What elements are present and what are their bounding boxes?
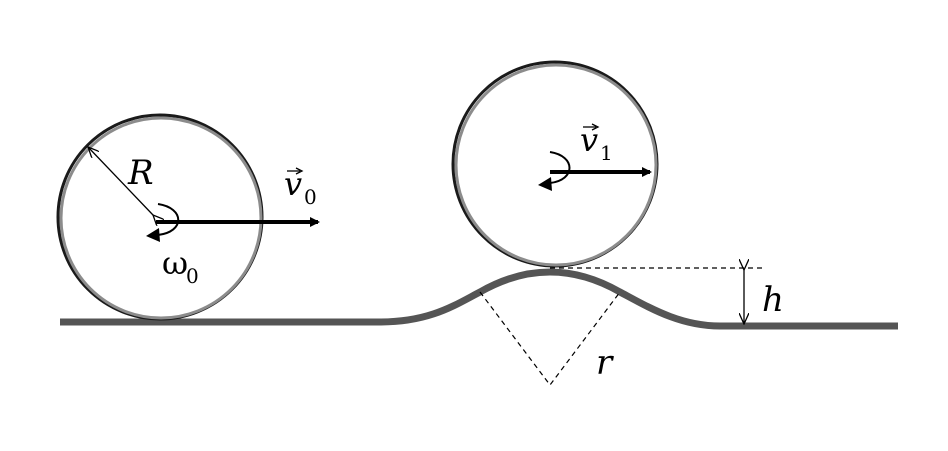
label-velocity-initial: v — [284, 165, 302, 203]
label-angular-velocity: ω — [162, 244, 188, 282]
label-velocity-top-sub: 1 — [600, 141, 613, 165]
rotation-arrow-initial — [157, 203, 179, 236]
label-bump-height: h — [762, 280, 784, 320]
vector-symbol-top — [583, 123, 600, 131]
vector-symbol-initial — [287, 167, 304, 175]
wheel-top — [451, 60, 659, 268]
rotation-arrow-top — [549, 151, 571, 184]
radius-indicator — [88, 147, 153, 215]
label-velocity-initial-sub: 0 — [304, 185, 317, 209]
ground-track — [60, 268, 898, 330]
rotation-arrowhead-initial — [146, 228, 160, 242]
label-bump-radius: r — [596, 343, 614, 383]
wheel-initial — [56, 113, 264, 321]
label-radius-big: R — [127, 153, 154, 193]
bump-radius-lines — [479, 291, 621, 386]
rotation-arrowhead-top — [538, 177, 552, 191]
label-velocity-top: v — [580, 121, 598, 159]
label-angular-velocity-sub: 0 — [186, 264, 199, 288]
